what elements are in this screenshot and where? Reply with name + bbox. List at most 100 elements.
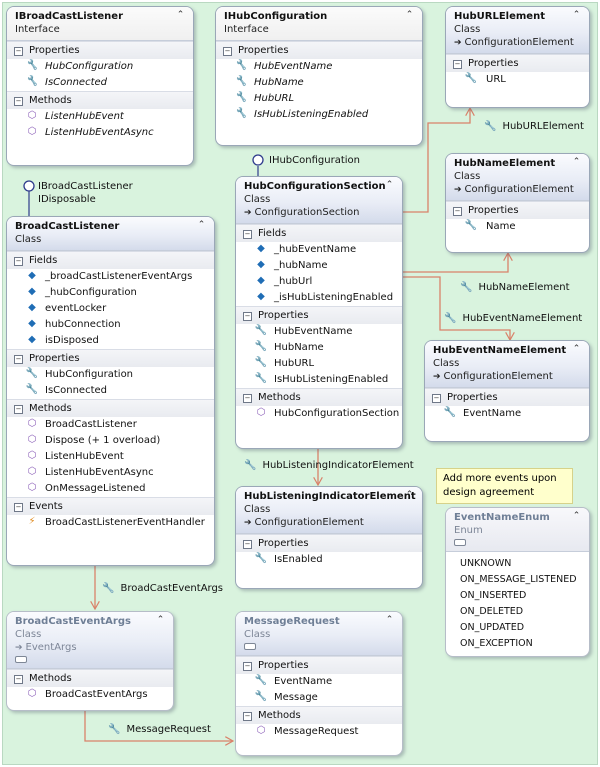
member-method[interactable]: ⬡ListenHubEvent <box>7 449 214 465</box>
section-toggle-icon[interactable]: − <box>453 207 462 216</box>
member-field[interactable]: ◆eventLocker <box>7 301 214 317</box>
section-toggle-icon[interactable]: − <box>243 540 252 549</box>
section-properties[interactable]: −Properties <box>236 656 402 674</box>
section-methods[interactable]: −Methods <box>7 91 193 109</box>
section-events[interactable]: −Events <box>7 497 214 515</box>
enum-value[interactable]: ON_INSERTED <box>460 590 527 601</box>
enum-value[interactable]: UNKNOWN <box>460 558 512 569</box>
member-method[interactable]: ⬡BroadCastListener <box>7 417 214 433</box>
section-properties[interactable]: −Properties <box>7 41 193 59</box>
enum-value[interactable]: ON_UPDATED <box>460 622 525 633</box>
association-line-hubnameelement[interactable] <box>403 253 508 273</box>
association-label-hubeventnameelement[interactable]: 🔧HubEventNameElement <box>444 313 583 324</box>
member-method[interactable]: ⬡OnMessageListened <box>7 481 214 497</box>
member-property[interactable]: 🔧Name <box>464 220 516 232</box>
section-toggle-icon[interactable]: − <box>243 312 252 321</box>
section-toggle-icon[interactable]: − <box>243 662 252 671</box>
hubeventnameelement-shape[interactable]: HubEventNameElement Class ➔Configuration… <box>424 340 590 442</box>
member-property[interactable]: 🔧HubName <box>234 76 304 88</box>
comment-note[interactable]: Add more events upon design agreement <box>436 468 573 504</box>
collapse-chevron-icon[interactable]: ⌃ <box>572 10 581 20</box>
section-toggle-icon[interactable]: − <box>223 47 232 56</box>
section-toggle-icon[interactable]: − <box>14 503 23 512</box>
hubconfigurationsection-shape[interactable]: HubConfigurationSection Class ➔Configura… <box>235 176 403 449</box>
section-properties[interactable]: −Properties <box>446 54 589 72</box>
member-property[interactable]: 🔧IsHubListeningEnabled <box>234 108 369 120</box>
huburlelement-shape[interactable]: HubURLElement Class ➔ConfigurationElemen… <box>445 6 590 108</box>
member-field[interactable]: ◆isDisposed <box>7 333 214 349</box>
section-toggle-icon[interactable]: − <box>243 230 252 239</box>
member-property[interactable]: 🔧HubURL <box>234 92 295 104</box>
section-properties[interactable]: −Properties <box>236 534 422 552</box>
broadcasteventargs-shape[interactable]: BroadCastEventArgs Class ➔EventArgs ⌃ −M… <box>6 611 174 711</box>
enum-value[interactable]: ON_MESSAGE_LISTENED <box>460 574 577 585</box>
collapse-chevron-icon[interactable]: ⌃ <box>572 344 581 354</box>
section-toggle-icon[interactable]: − <box>14 675 23 684</box>
section-methods[interactable]: −Methods <box>236 388 402 406</box>
section-properties[interactable]: −Properties <box>236 306 402 324</box>
member-property[interactable]: 🔧HubConfiguration <box>25 368 134 380</box>
lollipop-ihubconfiguration[interactable] <box>252 154 264 166</box>
member-field[interactable]: ◆_isHubListeningEnabled <box>236 290 402 306</box>
section-methods[interactable]: −Methods <box>7 669 173 687</box>
association-label-messagerequest[interactable]: 🔧MessageRequest <box>108 724 211 735</box>
member-property[interactable]: 🔧IsHubListeningEnabled <box>254 373 389 385</box>
collapse-chevron-icon[interactable]: ⌃ <box>385 180 394 190</box>
member-method[interactable]: ⬡ListenHubEvent <box>7 109 193 125</box>
section-fields[interactable]: −Fields <box>7 251 214 269</box>
member-property[interactable]: 🔧IsConnected <box>25 384 108 396</box>
ibroadcastlistener-shape[interactable]: IBroadCastListener Interface ⌃ −Properti… <box>6 6 194 166</box>
section-toggle-icon[interactable]: − <box>453 60 462 69</box>
section-toggle-icon[interactable]: − <box>243 712 252 721</box>
member-property[interactable]: 🔧Message <box>254 691 318 703</box>
association-label-huburlelement[interactable]: 🔧HubURLElement <box>484 121 584 132</box>
enum-value[interactable]: ON_EXCEPTION <box>460 638 533 649</box>
enum-value[interactable]: ON_DELETED <box>460 606 524 617</box>
member-property[interactable]: 🔧HubEventName <box>254 325 353 337</box>
association-line-hubeventnameelement[interactable] <box>403 276 510 340</box>
association-line-huburlelement[interactable] <box>403 108 470 213</box>
broadcastlistener-shape[interactable]: BroadCastListener Class ⌃ −Fields ◆_broa… <box>6 216 215 566</box>
section-toggle-icon[interactable]: − <box>243 394 252 403</box>
eventnameenum-shape[interactable]: EventNameEnum Enum ⌃ UNKNOWN ON_MESSAGE_… <box>445 507 590 657</box>
section-properties[interactable]: −Properties <box>7 349 214 367</box>
member-property[interactable]: 🔧EventName <box>443 407 522 419</box>
member-property[interactable]: 🔧HubName <box>254 341 324 353</box>
collapse-chevron-icon[interactable]: ⌃ <box>176 10 185 20</box>
member-method[interactable]: ⬡ListenHubEventAsync <box>7 465 214 481</box>
member-event[interactable]: ⚡BroadCastListenerEventHandler <box>7 515 214 531</box>
member-field[interactable]: ◆_broadCastListenerEventArgs <box>7 269 214 285</box>
section-methods[interactable]: −Methods <box>7 399 214 417</box>
member-field[interactable]: ◆_hubName <box>236 258 402 274</box>
member-property[interactable]: 🔧HubConfiguration <box>25 60 134 72</box>
member-method[interactable]: ⬡ListenHubEventAsync <box>7 125 193 141</box>
member-method[interactable]: ⬡MessageRequest <box>236 724 402 740</box>
collapse-chevron-icon[interactable]: ⌃ <box>197 220 206 230</box>
association-line-messagerequest[interactable] <box>84 711 233 741</box>
section-toggle-icon[interactable]: − <box>432 394 441 403</box>
association-label-hubnameelement[interactable]: 🔧HubNameElement <box>460 282 570 293</box>
section-fields[interactable]: −Fields <box>236 224 402 242</box>
section-toggle-icon[interactable]: − <box>14 47 23 56</box>
section-properties[interactable]: −Properties <box>425 388 589 406</box>
messagerequest-shape[interactable]: MessageRequest Class ⌃ −Properties 🔧Even… <box>235 611 403 756</box>
section-toggle-icon[interactable]: − <box>14 405 23 414</box>
member-property[interactable]: 🔧IsEnabled <box>254 553 323 565</box>
member-property[interactable]: 🔧HubEventName <box>234 60 333 72</box>
collapse-chevron-icon[interactable]: ⌃ <box>405 490 414 500</box>
collapse-chevron-icon[interactable]: ⌃ <box>572 157 581 167</box>
association-label-hublisteningindicatorelement[interactable]: 🔧HubListeningIndicatorElement <box>244 460 414 471</box>
member-property[interactable]: 🔧HubURL <box>254 357 315 369</box>
member-field[interactable]: ◆_hubConfiguration <box>7 285 214 301</box>
ihubconfiguration-shape[interactable]: IHubConfiguration Interface ⌃ −Propertie… <box>215 6 423 146</box>
member-field[interactable]: ◆_hubUrl <box>236 274 402 290</box>
association-label-broadcasteventargs[interactable]: 🔧BroadCastEventArgs <box>102 583 224 594</box>
section-toggle-icon[interactable]: − <box>14 257 23 266</box>
lollipop-ibroadcastlistener[interactable] <box>23 180 35 192</box>
member-method[interactable]: ⬡Dispose (+ 1 overload) <box>7 433 214 449</box>
member-field[interactable]: ◆hubConnection <box>7 317 214 333</box>
collapse-chevron-icon[interactable]: ⌃ <box>385 615 394 625</box>
section-properties[interactable]: −Properties <box>446 201 589 219</box>
hubnameelement-shape[interactable]: HubNameElement Class ➔ConfigurationEleme… <box>445 153 590 253</box>
member-method[interactable]: ⬡BroadCastEventArgs <box>7 687 173 703</box>
